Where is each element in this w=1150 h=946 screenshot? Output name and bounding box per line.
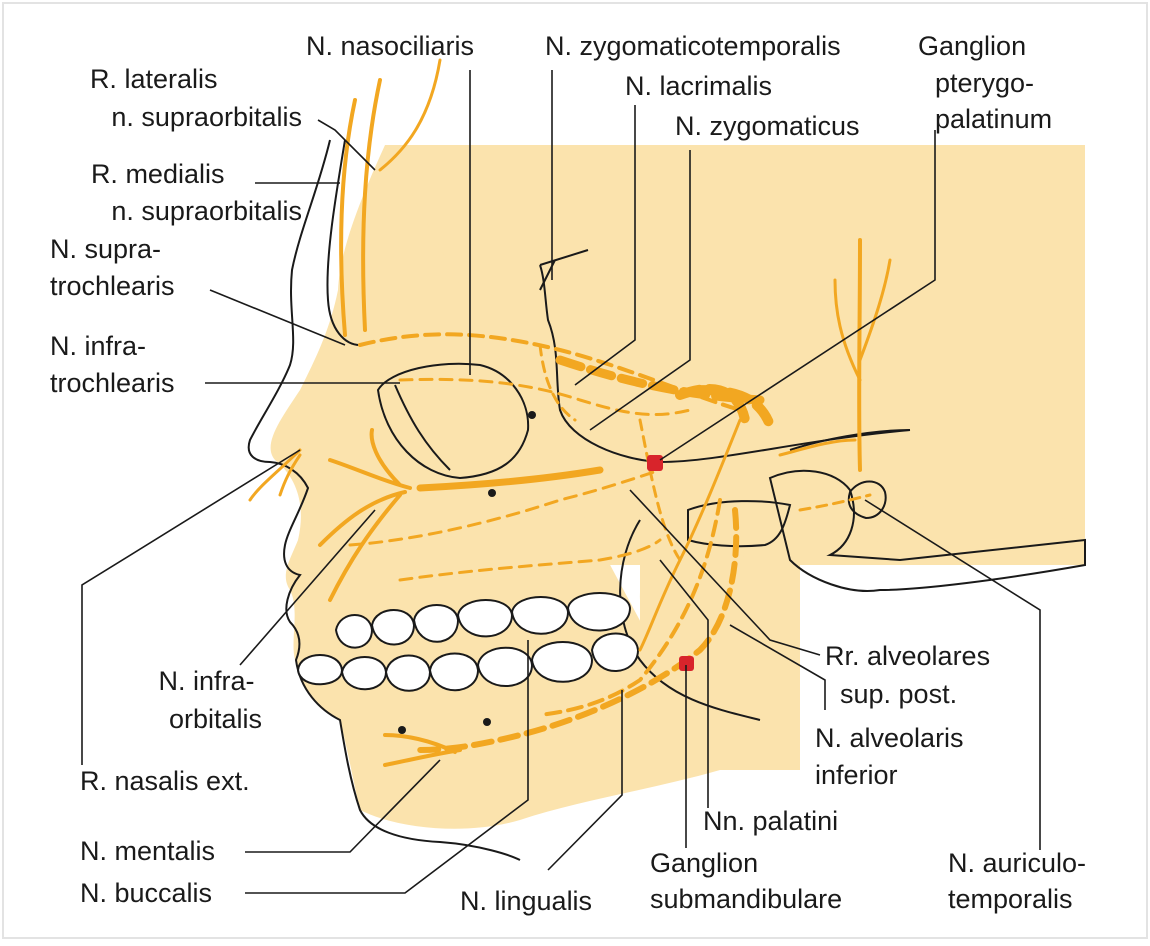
label-nn-palatini: Nn. palatini	[703, 806, 838, 836]
label-r-medialis-line-1: R. medialis	[91, 159, 225, 189]
ganglion-pterygopalatinum-mark	[647, 455, 663, 471]
label-n-auriculotemporalis-line-2: temporalis	[948, 884, 1073, 914]
label-n-nasociliaris-line-1: N. nasociliaris	[306, 31, 474, 61]
lower-tooth-5	[478, 648, 532, 686]
foramen-dot-3	[398, 726, 406, 734]
label-n-alveolaris-inf-line-2: inferior	[815, 760, 898, 790]
label-r-lateralis-line-2: n. supraorbitalis	[111, 102, 302, 132]
label-ganglion-submandibulare: Ganglion submandibulare	[650, 848, 842, 914]
label-n-auriculotemporalis: N. auriculo- temporalis	[948, 848, 1094, 914]
label-r-medialis-line-2: n. supraorbitalis	[111, 196, 302, 226]
label-r-lateralis: R. lateralis n. supraorbitalis	[90, 64, 302, 132]
label-n-zygomaticus: N. zygomaticus	[675, 111, 860, 141]
label-n-mentalis: N. mentalis	[80, 836, 215, 866]
label-r-medialis: R. medialis n. supraorbitalis	[91, 159, 302, 226]
label-n-supratrochlearis: N. supra- trochlearis	[50, 234, 175, 301]
label-n-infratrochlearis-line-2: trochlearis	[50, 368, 175, 398]
lower-tooth-2	[342, 657, 386, 689]
lower-tooth-1	[298, 655, 342, 684]
label-n-lingualis: N. lingualis	[460, 886, 592, 916]
label-n-zygomaticotemporalis: N. zygomaticotemporalis	[545, 31, 841, 61]
upper-tooth-1	[336, 615, 372, 648]
label-n-alveolaris-inf-line-1: N. alveolaris	[815, 723, 964, 753]
label-n-lacrimalis-line-1: N. lacrimalis	[625, 71, 772, 101]
label-rr-alveolares: Rr. alveolares sup. post.	[825, 641, 998, 709]
upper-tooth-4	[458, 600, 512, 636]
upper-tooth-5	[512, 597, 568, 634]
label-n-infraorbitalis: N. infra- orbitalis	[158, 666, 262, 734]
label-n-zygomaticotemporalis-line-1: N. zygomaticotemporalis	[545, 31, 841, 61]
label-rr-alveolares-line-1: Rr. alveolares	[825, 641, 990, 671]
label-n-supratrochlearis-line-1: N. supra-	[50, 234, 161, 264]
label-n-buccalis-line-1: N. buccalis	[80, 878, 212, 908]
label-ganglion-ptery-line-1: Ganglion	[918, 31, 1026, 61]
label-n-infraorbitalis-line-2: orbitalis	[169, 704, 262, 734]
label-n-lacrimalis: N. lacrimalis	[625, 71, 772, 101]
label-n-infratrochlearis: N. infra- trochlearis	[50, 331, 175, 398]
lower-tooth-7	[592, 634, 638, 672]
label-n-mentalis-line-1: N. mentalis	[80, 836, 215, 866]
foramen-dot-2	[488, 489, 496, 497]
lower-tooth-6	[532, 642, 592, 682]
label-ganglion-ptery-line-3: palatinum	[935, 104, 1052, 134]
label-n-zygomaticus-line-1: N. zygomaticus	[675, 111, 860, 141]
label-n-alveolaris-inferior: N. alveolaris inferior	[815, 723, 971, 790]
upper-tooth-6	[568, 593, 630, 631]
label-n-lingualis-line-1: N. lingualis	[460, 886, 592, 916]
label-ganglion-submand-line-2: submandibulare	[650, 884, 842, 914]
label-r-nasalis-ext-line-1: R. nasalis ext.	[80, 766, 250, 796]
lower-tooth-4	[430, 654, 478, 691]
label-n-auriculotemporalis-line-1: N. auriculo-	[948, 848, 1086, 878]
label-n-supratrochlearis-line-2: trochlearis	[50, 271, 175, 301]
upper-tooth-2	[372, 610, 414, 645]
leader-n-supratrochlearis	[210, 290, 345, 345]
foramen-dot-1	[528, 411, 536, 419]
label-ganglion-pterygopalatinum: Ganglion pterygo- palatinum	[918, 31, 1052, 134]
foramen-dot-4	[483, 718, 491, 726]
label-n-infraorbitalis-line-1: N. infra-	[158, 666, 254, 696]
label-ganglion-submand-line-1: Ganglion	[650, 848, 758, 878]
lower-tooth-3	[386, 656, 430, 691]
label-n-nasociliaris: N. nasociliaris	[306, 31, 474, 61]
label-ganglion-ptery-line-2: pterygo-	[935, 68, 1034, 98]
label-r-lateralis-line-1: R. lateralis	[90, 64, 218, 94]
label-n-infratrochlearis-line-1: N. infra-	[50, 331, 146, 361]
label-nn-palatini-line-1: Nn. palatini	[703, 806, 838, 836]
nerve-auriculotemporal-trunk	[859, 240, 860, 470]
label-n-buccalis: N. buccalis	[80, 878, 212, 908]
label-r-nasalis-ext: R. nasalis ext.	[80, 766, 250, 796]
label-rr-alveolares-line-2: sup. post.	[840, 679, 957, 709]
